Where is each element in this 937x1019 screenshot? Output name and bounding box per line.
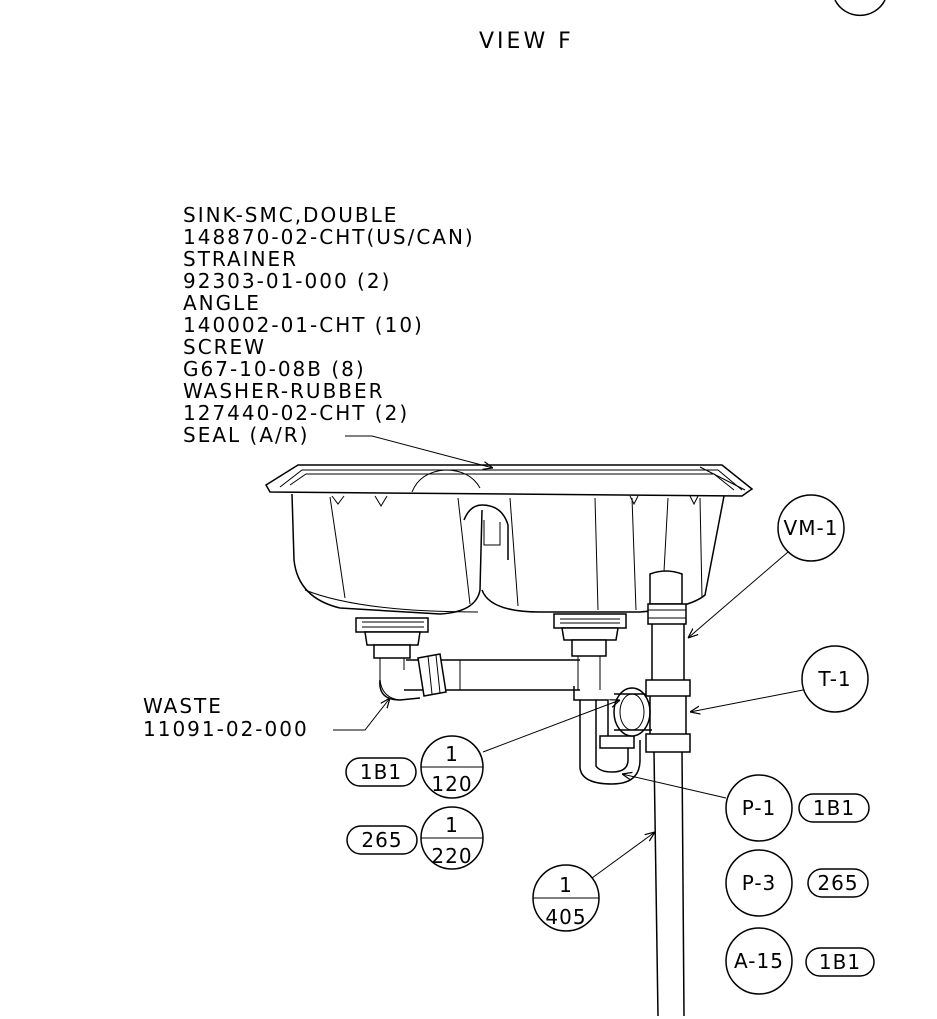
p1-balloon [725, 774, 793, 842]
sink-rim [264, 464, 754, 497]
waste-pipe [379, 653, 580, 701]
double-sink [264, 464, 754, 615]
detail-405-top: 1 [559, 873, 573, 897]
p1-zone-tag [798, 793, 870, 823]
waste-part-number: 11091-02-000 [143, 717, 309, 741]
note-line: 148870-02-CHT(US/CAN) [183, 225, 475, 249]
a15-zone-tag [805, 947, 875, 977]
note-line: SINK-SMC,DOUBLE [183, 203, 398, 227]
t1-leader [690, 689, 804, 712]
left-bowl [291, 493, 483, 615]
t1-balloon [801, 645, 869, 713]
p3-zone-tag [807, 868, 869, 898]
detail-120-top: 1 [445, 742, 459, 766]
detail-120-zone-tag [345, 757, 417, 787]
waste-label: WASTE [143, 694, 223, 718]
note-line: WASHER-RUBBER [183, 379, 385, 403]
detail-220-top: 1 [445, 813, 459, 837]
waste-leader [333, 698, 390, 731]
detail-220-zone-tag [346, 825, 418, 855]
detail-120-leader [482, 700, 620, 753]
t1-label: T-1 [817, 667, 851, 691]
p3-zone-label: 265 [817, 871, 858, 895]
a15-balloon [725, 927, 793, 995]
p-trap [573, 686, 652, 785]
note-line: G67-10-08B (8) [183, 357, 366, 381]
p3-label: P-3 [742, 871, 777, 895]
note-line: 127440-02-CHT (2) [183, 401, 409, 425]
partial-balloon-top-right [834, 0, 886, 17]
right-strainer [553, 613, 627, 690]
seal-leader [345, 435, 493, 468]
note-line: 140002-01-CHT (10) [183, 313, 424, 337]
view-title: VIEW F [479, 29, 574, 54]
a15-label: A-15 [734, 949, 784, 973]
detail-120-bottom: 120 [431, 772, 472, 796]
note-line: ANGLE [183, 291, 261, 315]
note-line: SEAL (A/R) [183, 423, 309, 447]
left-strainer [355, 617, 429, 701]
a15-zone-label: 1B1 [819, 950, 861, 974]
sink-notes: SINK-SMC,DOUBLE 148870-02-CHT(US/CAN) ST… [183, 203, 475, 447]
vertical-pipe [645, 570, 691, 1017]
center-hump [463, 504, 509, 560]
right-bowl [481, 495, 725, 613]
p1-label: P-1 [742, 796, 777, 820]
vm1-balloon [777, 494, 845, 562]
detail-220-zone-label: 265 [361, 828, 402, 852]
p1-leader [622, 774, 727, 799]
p3-balloon [725, 849, 793, 917]
note-line: STRAINER [183, 247, 298, 271]
note-line: 92303-01-000 (2) [183, 269, 391, 293]
detail-220-bottom: 220 [431, 844, 472, 868]
note-line: SCREW [183, 335, 266, 359]
vm1-label: VM-1 [784, 516, 839, 540]
detail-120-zone-label: 1B1 [360, 760, 402, 784]
vm1-leader [688, 551, 789, 638]
p1-zone-label: 1B1 [813, 796, 855, 820]
detail-405-bottom: 405 [545, 905, 586, 929]
detail-405-leader [591, 832, 655, 879]
